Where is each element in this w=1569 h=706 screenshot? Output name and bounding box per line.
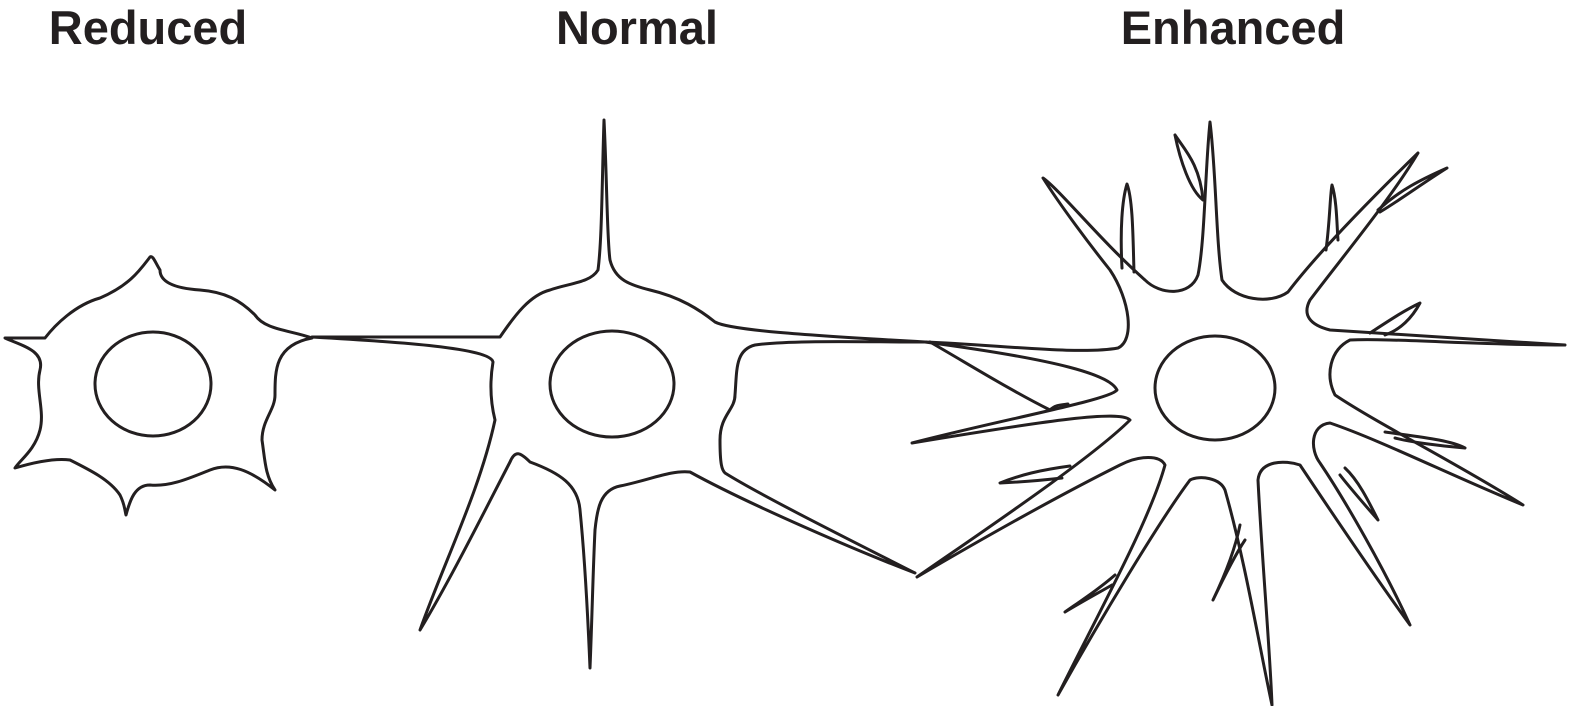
label-reduced: Reduced	[48, 1, 248, 54]
enhanced-spines	[928, 133, 1467, 614]
reduced-neuron	[3, 255, 314, 517]
reduced-nucleus	[93, 330, 213, 438]
enhanced-nucleus	[1153, 334, 1277, 442]
normal-neuron	[310, 118, 927, 670]
enhanced-cell-outline	[910, 120, 1567, 706]
reduced-cell-outline	[3, 255, 314, 517]
normal-nucleus	[548, 329, 676, 439]
label-normal: Normal	[556, 1, 718, 54]
normal-cell-outline	[310, 118, 927, 670]
label-enhanced: Enhanced	[1120, 1, 1346, 54]
enhanced-neuron	[910, 120, 1567, 706]
